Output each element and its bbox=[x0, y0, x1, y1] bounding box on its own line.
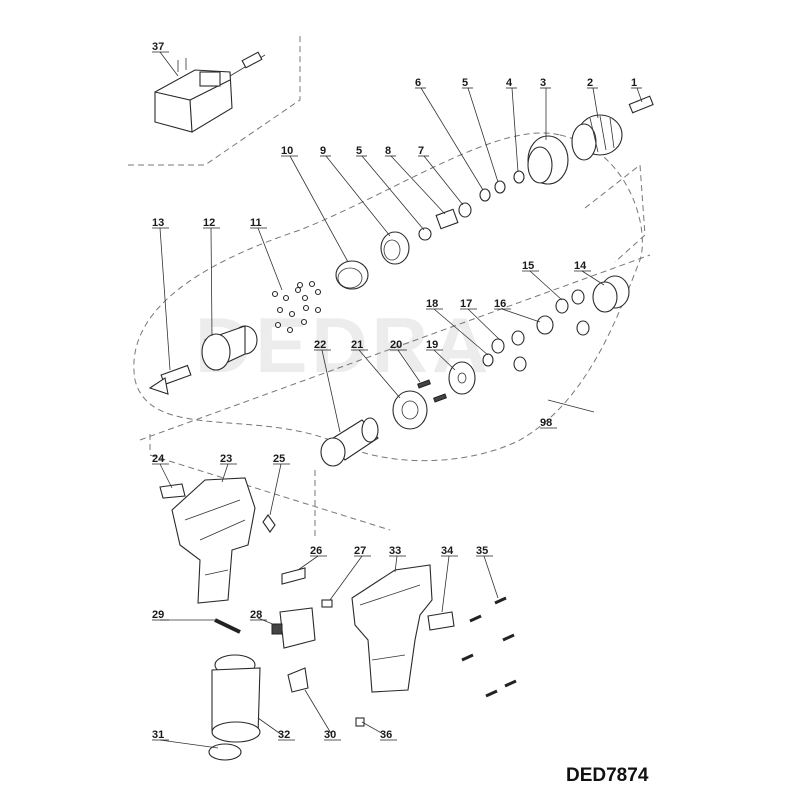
planet-gears-part bbox=[482, 289, 590, 372]
label-8: 8 bbox=[385, 145, 391, 157]
part-number-labels: 1 2 3 4 5 6 7 8 5 9 10 11 12 13 14 15 16… bbox=[152, 41, 637, 741]
flat-washer-part bbox=[448, 361, 476, 395]
label-35: 35 bbox=[476, 545, 488, 557]
label-25: 25 bbox=[273, 453, 285, 465]
spindle-part bbox=[148, 364, 192, 395]
gear-ring-part bbox=[527, 135, 569, 185]
gearbox-assembly-outline bbox=[133, 132, 643, 462]
label-1: 1 bbox=[631, 77, 637, 89]
label-5-mid: 5 bbox=[356, 145, 362, 157]
label-4: 4 bbox=[506, 77, 513, 89]
label-30: 30 bbox=[324, 729, 336, 741]
steel-balls-part bbox=[271, 280, 322, 334]
label-22: 22 bbox=[314, 339, 326, 351]
label-14: 14 bbox=[574, 260, 587, 272]
bit-screw-part bbox=[628, 95, 654, 114]
label-11: 11 bbox=[250, 217, 262, 229]
label-17: 17 bbox=[460, 298, 472, 310]
label-29: 29 bbox=[152, 609, 164, 621]
gear-ring-part-10 bbox=[335, 260, 369, 290]
label-24: 24 bbox=[152, 453, 165, 465]
label-19: 19 bbox=[426, 339, 438, 351]
label-34: 34 bbox=[441, 545, 454, 557]
label-18: 18 bbox=[426, 298, 438, 310]
label-10: 10 bbox=[281, 145, 293, 157]
label-28: 28 bbox=[250, 609, 262, 621]
label-15: 15 bbox=[522, 260, 534, 272]
label-9: 9 bbox=[320, 145, 326, 157]
gearbox-boundary-right bbox=[584, 164, 646, 263]
label-12: 12 bbox=[203, 217, 215, 229]
chuck-part bbox=[571, 114, 623, 161]
label-98: 98 bbox=[540, 417, 552, 429]
charger-part bbox=[154, 51, 266, 133]
charger-boundary bbox=[128, 32, 301, 166]
axis-line bbox=[139, 254, 651, 441]
label-33: 33 bbox=[389, 545, 401, 557]
label-37: 37 bbox=[152, 41, 164, 53]
label-36: 36 bbox=[380, 729, 392, 741]
label-3: 3 bbox=[540, 77, 546, 89]
led-part bbox=[321, 599, 333, 608]
badge-part bbox=[427, 611, 455, 631]
label-27: 27 bbox=[354, 545, 366, 557]
label-31: 31 bbox=[152, 729, 164, 741]
label-16: 16 bbox=[494, 298, 506, 310]
label-plate-part bbox=[159, 483, 186, 499]
label-2: 2 bbox=[587, 77, 593, 89]
springs-part bbox=[417, 379, 447, 403]
motor-part bbox=[320, 417, 379, 467]
label-7: 7 bbox=[418, 145, 424, 157]
label-13: 13 bbox=[152, 217, 164, 229]
leader-lines bbox=[159, 51, 643, 749]
label-6: 6 bbox=[415, 77, 421, 89]
label-26: 26 bbox=[310, 545, 322, 557]
ring-gear-part bbox=[592, 275, 630, 313]
wire-part bbox=[214, 618, 241, 634]
model-number: DED7874 bbox=[566, 765, 649, 786]
label-23: 23 bbox=[220, 453, 232, 465]
label-5-top: 5 bbox=[462, 77, 468, 89]
label-20: 20 bbox=[390, 339, 402, 351]
washers-small bbox=[418, 170, 525, 241]
label-32: 32 bbox=[278, 729, 290, 741]
direction-switch-part bbox=[281, 567, 306, 585]
trigger-switch-part bbox=[271, 607, 316, 649]
label-underlines bbox=[152, 51, 642, 741]
gear-ring-part-9 bbox=[380, 231, 410, 265]
switch-clip-part bbox=[262, 514, 276, 533]
assembly-guide-lines bbox=[149, 430, 391, 540]
battery-pack-part bbox=[211, 654, 261, 743]
motor-plate-part bbox=[392, 390, 428, 430]
housing-left-part bbox=[171, 477, 256, 604]
battery-terminal-part bbox=[287, 667, 309, 693]
label-21: 21 bbox=[351, 339, 363, 351]
small-plate-part bbox=[355, 717, 365, 727]
clutch-housing-part bbox=[201, 325, 258, 371]
housing-right-part bbox=[351, 564, 433, 693]
screws-part bbox=[461, 596, 517, 698]
rubber-ring-part bbox=[208, 743, 242, 761]
